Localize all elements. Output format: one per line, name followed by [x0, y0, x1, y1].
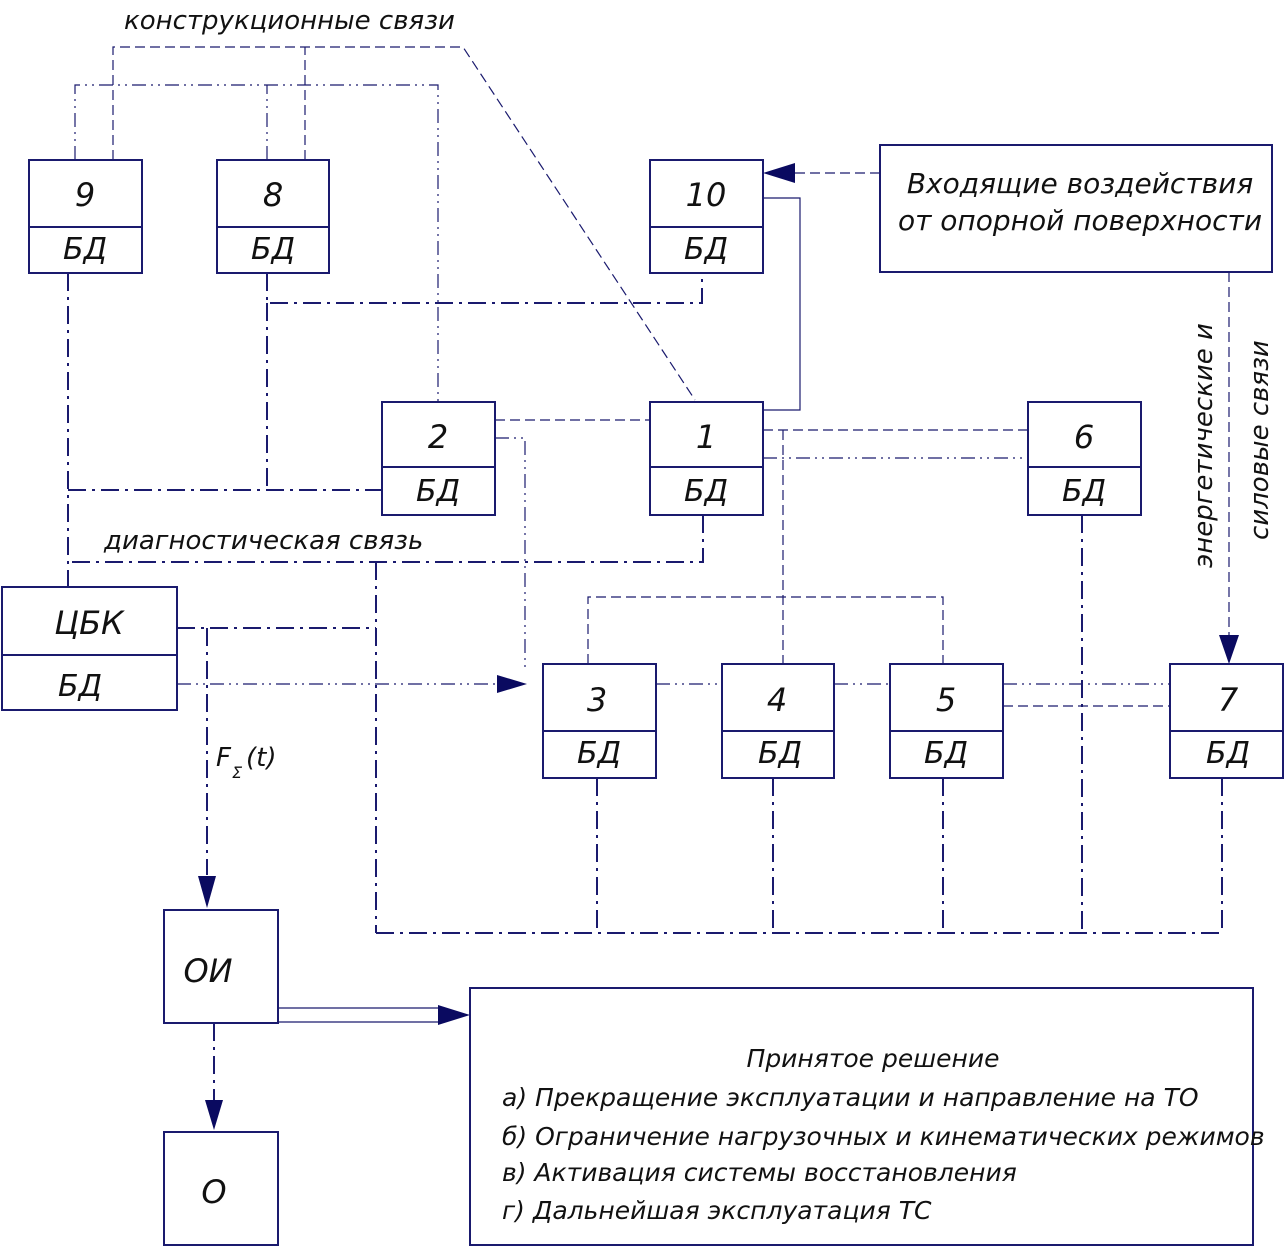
- arrow-to-10: [763, 163, 795, 183]
- link-3-5-top: [587, 596, 944, 664]
- connections: [67, 46, 1230, 1100]
- block-cbk-label: ЦБК: [54, 604, 125, 642]
- block-10-number: 10: [686, 176, 727, 214]
- block-9-db: БД: [63, 232, 107, 267]
- block-6-db: БД: [1062, 474, 1106, 509]
- block-6-number: 6: [1074, 418, 1094, 456]
- block-1-db: БД: [684, 474, 728, 509]
- block-o: О: [163, 1131, 279, 1246]
- force-subscript: Σ: [232, 763, 243, 782]
- link-1-10: [763, 197, 801, 411]
- diagnostic-link-label: диагностическая связь: [103, 526, 423, 556]
- block-3-db: БД: [577, 736, 621, 771]
- block-oi: ОИ: [163, 909, 279, 1024]
- link-2-3: [495, 437, 526, 670]
- decision-item-d: г) Дальнейшая эксплуатация ТС: [502, 1196, 932, 1225]
- block-3-number: 3: [587, 681, 607, 719]
- block-4: 4 БД: [721, 663, 835, 779]
- block-5: 5 БД: [889, 663, 1004, 779]
- block-9-number: 9: [75, 176, 95, 214]
- decision-item-b: б) Ограничение нагрузочных и кинематичес…: [502, 1122, 1265, 1151]
- incoming-influences-box: Входящие воздействия от опорной поверхно…: [879, 144, 1273, 273]
- block-2: 2 БД: [381, 401, 496, 516]
- diagnostic-link: [68, 515, 704, 563]
- arrow-to-oi: [198, 876, 216, 908]
- energy-links-label-2: силовые связи: [1245, 340, 1275, 540]
- block-1: 1 БД: [649, 401, 764, 516]
- structural-link-9-1: [112, 46, 696, 401]
- block-oi-label: ОИ: [183, 952, 232, 990]
- incoming-line-1: Входящие воздействия: [907, 167, 1253, 200]
- block-cbk: ЦБК БД: [1, 586, 178, 711]
- decision-item-c: в) Активация системы восстановления: [502, 1158, 1017, 1187]
- arrowheads: [198, 163, 1239, 1130]
- arrow-to-3: [497, 675, 527, 693]
- block-2-number: 2: [428, 418, 448, 456]
- link-8-10: [266, 273, 703, 304]
- block-8: 8 БД: [216, 159, 330, 274]
- arrow-to-decision: [438, 1005, 470, 1025]
- block-8-number: 8: [263, 176, 283, 214]
- decision-item-a: а) Прекращение эксплуатации и направлени…: [502, 1083, 1199, 1112]
- block-6: 6 БД: [1027, 401, 1142, 516]
- structural-links-label: конструкционные связи: [124, 6, 455, 36]
- arrow-to-o: [205, 1100, 223, 1130]
- block-cbk-db: БД: [58, 669, 102, 704]
- force-argument: (t): [246, 743, 276, 773]
- block-3: 3 БД: [542, 663, 657, 779]
- block-5-number: 5: [936, 681, 956, 719]
- block-5-db: БД: [924, 736, 968, 771]
- block-10-db: БД: [684, 232, 728, 267]
- block-9: 9 БД: [28, 159, 143, 274]
- block-1-number: 1: [696, 418, 716, 456]
- energy-links-label-1: энергетические и: [1189, 323, 1219, 568]
- force-symbol: F: [216, 743, 232, 773]
- block-10: 10 БД: [649, 159, 764, 274]
- block-7: 7 БД: [1169, 663, 1284, 779]
- decision-title: Принятое решение: [747, 1044, 1000, 1073]
- block-4-db: БД: [758, 736, 802, 771]
- block-7-db: БД: [1206, 736, 1250, 771]
- block-4-number: 4: [767, 681, 787, 719]
- block-2-db: БД: [416, 474, 460, 509]
- block-7-number: 7: [1218, 681, 1239, 719]
- incoming-line-2: от опорной поверхности: [898, 204, 1262, 237]
- structural-link-9-2: [74, 84, 439, 402]
- block-8-db: БД: [251, 232, 295, 267]
- arrow-to-7: [1219, 635, 1239, 664]
- force-label: F Σ (t): [216, 743, 276, 782]
- block-o-label: О: [201, 1173, 226, 1211]
- decision-box: Принятое решение а) Прекращение эксплуат…: [469, 987, 1265, 1246]
